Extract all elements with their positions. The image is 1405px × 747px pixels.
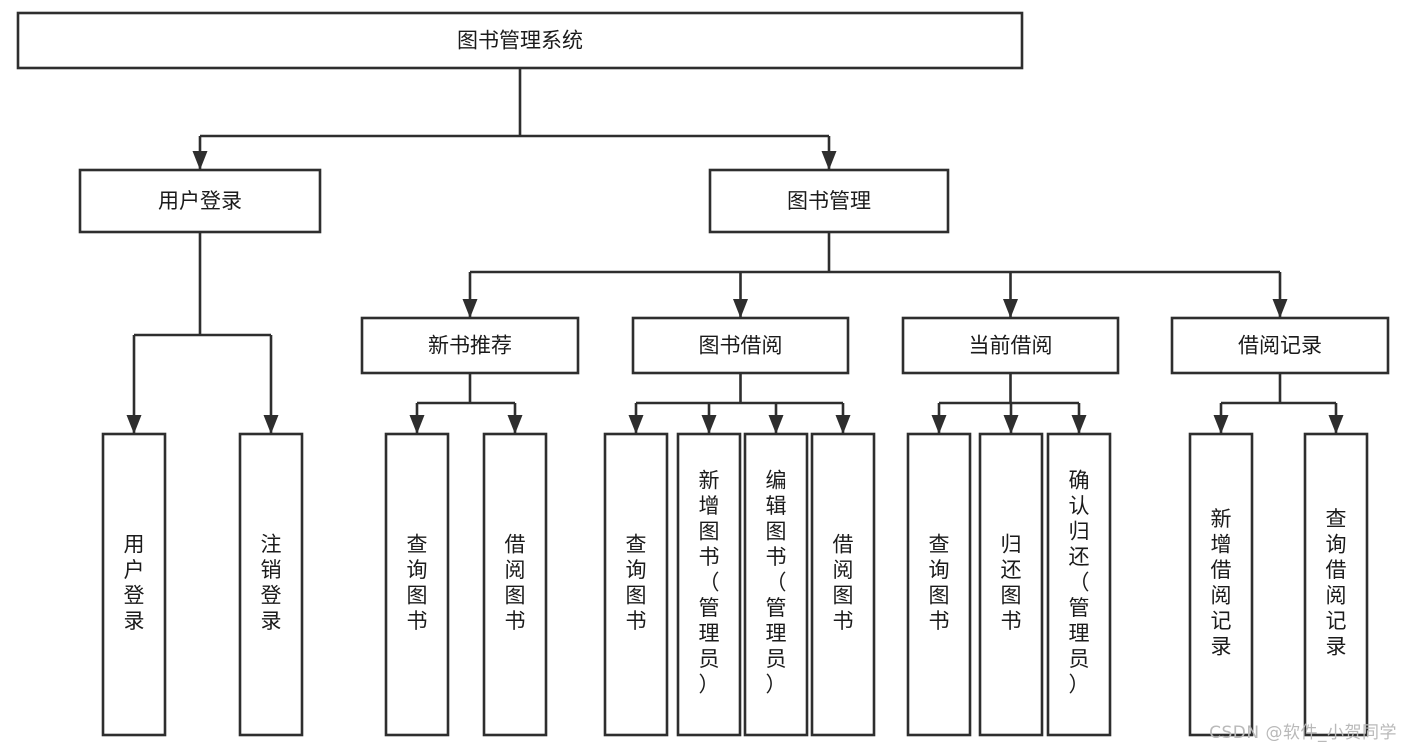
node-label: 图书借阅 [699, 334, 783, 358]
node-label: 用户登录 [124, 532, 145, 633]
node-label: 查询图书 [929, 532, 950, 633]
node-leaf-add-record[interactable]: 新增借阅记录 [1188, 432, 1254, 737]
node-label: 查询借阅记录 [1326, 507, 1347, 659]
node-label: 确认归还（管理员） [1069, 469, 1090, 697]
arrowhead-icon [507, 415, 523, 434]
leaf-node-rect [384, 432, 450, 737]
node-borrow-record[interactable]: 借阅记录 [1170, 316, 1390, 375]
leaf-node-rect [1046, 432, 1112, 737]
node-leaf-borrow-book-new[interactable]: 借阅图书 [482, 432, 548, 737]
node-leaf-add-book[interactable]: 新增图书（管理员） [676, 432, 742, 737]
leaf-node-rect [238, 432, 304, 737]
node-label: 查询图书 [626, 532, 647, 633]
csdn-watermark: CSDN @软件_小贺同学 [1209, 723, 1397, 743]
node-leaf-user-logout[interactable]: 注销登录 [238, 432, 304, 737]
module-node-rect [901, 316, 1120, 375]
arrowhead-icon [1003, 299, 1018, 318]
leaf-node-rect [603, 432, 669, 737]
arrowhead-icon [1328, 415, 1344, 434]
leaf-node-rect [101, 432, 167, 737]
leaf-node-rect [676, 432, 742, 737]
module-node-rect [631, 316, 850, 375]
node-leaf-query-book-current[interactable]: 查询图书 [906, 432, 972, 737]
arrowhead-icon [1272, 299, 1288, 318]
connector-borrow-record [1213, 373, 1344, 434]
node-label: 注销登录 [261, 532, 282, 633]
node-user-login[interactable]: 用户登录 [78, 168, 322, 234]
arrowhead-icon [821, 151, 837, 170]
node-label: 查询图书 [407, 532, 428, 633]
connector-current-borrow [931, 373, 1087, 434]
leaf-node-rect [1188, 432, 1254, 737]
arrowhead-icon [733, 299, 748, 318]
node-book-manage[interactable]: 图书管理 [708, 168, 950, 234]
node-label: 图书管理系统 [457, 29, 583, 53]
node-label: 当前借阅 [969, 334, 1053, 358]
leaf-node-rect [810, 432, 876, 737]
module-node-rect [1170, 316, 1390, 375]
node-layer: 图书管理系统用户登录图书管理新书推荐图书借阅当前借阅借阅记录用户登录注销登录查询… [16, 11, 1390, 737]
arrowhead-icon [409, 415, 425, 434]
leaf-node-rect [978, 432, 1044, 737]
node-leaf-confirm-return[interactable]: 确认归还（管理员） [1046, 432, 1112, 737]
node-current-borrow[interactable]: 当前借阅 [901, 316, 1120, 375]
connector-root [192, 68, 837, 170]
node-leaf-edit-book[interactable]: 编辑图书（管理员） [743, 432, 809, 737]
node-leaf-borrow-book[interactable]: 借阅图书 [810, 432, 876, 737]
node-leaf-query-record[interactable]: 查询借阅记录 [1303, 432, 1369, 737]
node-label: 借阅记录 [1238, 334, 1322, 358]
connector-book-borrow [628, 373, 851, 434]
connector-book-manage [462, 232, 1288, 318]
node-leaf-query-book-new[interactable]: 查询图书 [384, 432, 450, 737]
node-label: 新增借阅记录 [1211, 507, 1232, 659]
leaf-node-rect [482, 432, 548, 737]
node-label: 新增图书（管理员） [699, 469, 720, 697]
node-leaf-return-book[interactable]: 归还图书 [978, 432, 1044, 737]
connector-user-login [126, 232, 279, 434]
leaf-node-rect [1303, 432, 1369, 737]
arrowhead-icon [263, 415, 279, 434]
node-leaf-query-book-borrow[interactable]: 查询图书 [603, 432, 669, 737]
leaf-node-rect [743, 432, 809, 737]
arrowhead-icon [701, 415, 717, 434]
branch-node-rect [708, 168, 950, 234]
connector-layer [126, 68, 1344, 434]
leaf-node-rect [906, 432, 972, 737]
node-label: 借阅图书 [505, 532, 526, 633]
node-label: 用户登录 [158, 189, 242, 213]
arrowhead-icon [192, 151, 208, 170]
root-node-rect [16, 11, 1024, 70]
node-new-book-recommend[interactable]: 新书推荐 [360, 316, 580, 375]
arrowhead-icon [835, 415, 851, 434]
node-leaf-user-login[interactable]: 用户登录 [101, 432, 167, 737]
node-root[interactable]: 图书管理系统 [16, 11, 1024, 70]
node-label: 图书管理 [787, 189, 871, 213]
arrowhead-icon [1071, 415, 1087, 434]
node-book-borrow[interactable]: 图书借阅 [631, 316, 850, 375]
module-node-rect [360, 316, 580, 375]
arrowhead-icon [768, 415, 784, 434]
arrowhead-icon [931, 415, 947, 434]
arrowhead-icon [462, 299, 478, 318]
connector-new-book-recommend [409, 373, 523, 434]
node-label: 新书推荐 [428, 334, 512, 358]
arrowhead-icon [1213, 415, 1229, 434]
node-label: 借阅图书 [833, 532, 854, 633]
arrowhead-icon [628, 415, 644, 434]
arrowhead-icon [1003, 415, 1019, 434]
node-label: 归还图书 [1001, 532, 1022, 633]
arrowhead-icon [126, 415, 142, 434]
node-label: 编辑图书（管理员） [766, 469, 787, 697]
branch-node-rect [78, 168, 322, 234]
